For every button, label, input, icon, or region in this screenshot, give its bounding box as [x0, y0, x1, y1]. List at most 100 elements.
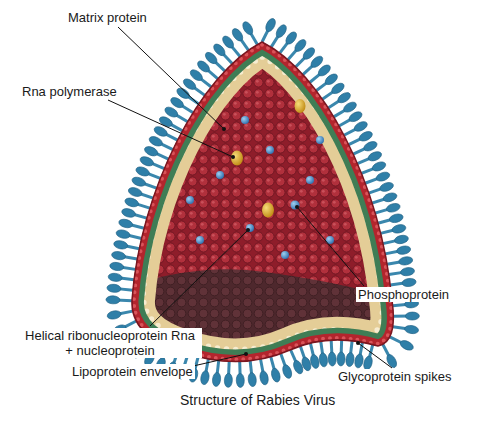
glycoprotein-spike — [345, 341, 355, 367]
glycoprotein-spike — [106, 310, 132, 321]
blue-dot — [186, 196, 194, 204]
spike-head — [224, 373, 233, 387]
spike-head — [318, 352, 328, 367]
glycoprotein-spike — [113, 239, 139, 250]
spike-head — [106, 296, 120, 305]
spike-head — [385, 202, 401, 214]
spike-head — [264, 17, 277, 33]
blue-dot — [196, 236, 204, 244]
spike-head — [404, 325, 419, 335]
blue-dot — [216, 171, 224, 179]
spike-head — [109, 261, 124, 271]
leader-line — [358, 343, 392, 368]
spike-head — [328, 352, 337, 366]
spike-head — [148, 135, 164, 148]
phosphoprotein-dots — [186, 116, 334, 259]
gold-dot — [262, 203, 274, 218]
beige-band — [132, 42, 393, 362]
glycoprotein-spike — [107, 284, 133, 293]
blue-dot — [316, 136, 324, 144]
blue-dot — [281, 251, 289, 259]
leader-dots — [222, 127, 360, 356]
glycoprotein-spike — [236, 361, 244, 387]
leader-dot — [244, 352, 248, 356]
spike-head — [382, 191, 398, 203]
spike-head — [139, 155, 155, 168]
part-label: Helical ribonucleoprotein Rna + nucleopr… — [18, 328, 202, 358]
glycoprotein-spike — [387, 256, 413, 266]
blue-dot — [266, 146, 274, 154]
spike-head — [375, 170, 391, 182]
spike-head — [118, 218, 134, 229]
spike-head — [391, 223, 407, 234]
leader-dot — [222, 127, 226, 131]
leader-dot — [356, 341, 360, 345]
spike-head — [292, 359, 305, 375]
spike-head — [127, 186, 143, 198]
spike-head — [124, 197, 140, 209]
spike-head — [358, 130, 374, 143]
glycoprotein-spike — [121, 207, 147, 219]
spike-head — [367, 150, 383, 163]
glycoprotein-spike — [383, 234, 409, 245]
red-band — [132, 42, 393, 362]
blue-dot — [306, 176, 314, 184]
spike-head — [131, 176, 147, 188]
glycoprotein-spike — [127, 186, 153, 198]
glycoprotein-spike — [241, 20, 258, 44]
spike-head — [402, 278, 417, 288]
glycoprotein-spike — [372, 191, 398, 203]
glycoprotein-spike — [291, 350, 305, 375]
glycoprotein-spike — [131, 176, 157, 189]
spike-head — [108, 273, 123, 283]
leader-line — [297, 207, 364, 286]
glycoprotein-spike — [380, 223, 406, 234]
spike-head — [241, 20, 255, 36]
spike-head — [274, 23, 288, 39]
spike-head — [394, 234, 409, 245]
envelope-outline — [132, 42, 393, 362]
spike-head — [212, 372, 222, 387]
spike-head — [353, 120, 369, 134]
glycoprotein-spike — [259, 359, 269, 385]
part-label: Rna polymerase — [20, 84, 119, 99]
glycoprotein-spike — [385, 245, 411, 256]
leader-line — [150, 230, 248, 326]
glycoprotein-spike — [118, 218, 144, 229]
glycoprotein-spike — [369, 181, 395, 193]
spike-head — [121, 207, 137, 219]
glycoprotein-spike — [109, 261, 135, 271]
glycoprotein-spike — [361, 160, 387, 173]
leader-dot — [246, 228, 250, 232]
spike-head — [270, 367, 281, 383]
spike-head — [354, 353, 364, 368]
glycoprotein-spike — [108, 273, 134, 283]
spike-head — [371, 160, 387, 173]
glycoprotein-spike — [224, 361, 233, 387]
outer-bead-ring — [134, 45, 392, 360]
spike-head — [135, 165, 151, 178]
spike-head — [143, 145, 159, 158]
glycoprotein-spike — [247, 361, 256, 387]
glycoprotein-spike — [378, 213, 404, 224]
glycoprotein-spike — [375, 202, 401, 214]
spike-head — [379, 181, 395, 193]
glycoprotein-spike — [362, 345, 373, 371]
glycoprotein-spike — [328, 340, 337, 366]
spike-head — [106, 310, 121, 321]
spike-head — [107, 284, 122, 293]
spike-head — [345, 352, 355, 367]
part-label: Lipoprotein envelope — [70, 364, 195, 379]
blue-dot — [291, 201, 300, 210]
blue-dot — [246, 224, 254, 232]
glycoprotein-spike — [135, 165, 161, 178]
glycoprotein-spike — [393, 312, 419, 320]
spike-head — [405, 312, 419, 320]
leader-dot — [231, 155, 235, 159]
part-label: Phosphoprotein — [356, 287, 451, 302]
spike-head — [236, 373, 244, 387]
spike-head — [111, 250, 126, 260]
glycoprotein-spike — [318, 341, 328, 367]
